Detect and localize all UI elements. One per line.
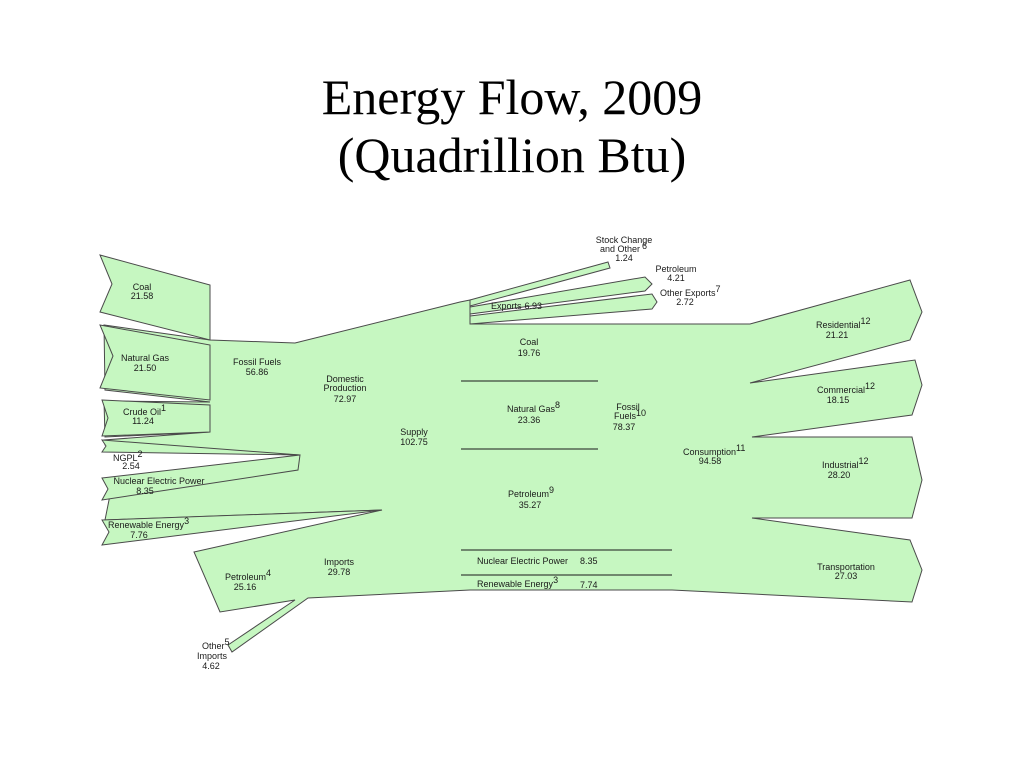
- transportation-value: 27.03: [835, 571, 858, 581]
- nuclear-consumption-label: Nuclear Electric Power: [477, 556, 568, 566]
- petroleum-export-value: 4.21: [667, 273, 685, 283]
- industrial-label: Industrial12: [822, 456, 869, 470]
- stock-change-export-band: [469, 261, 611, 307]
- fossil-fuels-production-label: Fossil Fuels: [233, 357, 282, 367]
- nuclear-input-label: Nuclear Electric Power: [113, 476, 204, 486]
- ngpl-input-value: 2.54: [122, 461, 140, 471]
- ngpl-input-band: [101, 439, 301, 456]
- other-exports-label: Other Exports7: [660, 284, 721, 298]
- stock-change-label-line1: Stock Change: [596, 235, 653, 245]
- domestic-production-value: 72.97: [334, 394, 357, 404]
- other-imports-label-line1: Other5: [202, 637, 230, 651]
- domestic-production-label-line2: Production: [323, 383, 366, 393]
- petroleum-imports-label: Petroleum4: [225, 568, 271, 582]
- nuclear-input-value: 8.35: [136, 486, 154, 496]
- nuclear-input-band: [101, 454, 301, 501]
- fossil-fuels-production-value: 56.86: [246, 367, 269, 377]
- petroleum-imports-value: 25.16: [234, 582, 257, 592]
- supply-label: Supply: [400, 427, 428, 437]
- transportation-label: Transportation: [817, 562, 875, 572]
- other-exports-value: 2.72: [676, 297, 694, 307]
- crude-oil-input-label: Crude Oil1: [123, 403, 166, 417]
- coal-input-label: Coal: [133, 282, 152, 292]
- natural-gas-consumption-label: Natural Gas8: [507, 400, 560, 414]
- supply-value: 102.75: [400, 437, 428, 447]
- ngpl-input-label: NGPL2: [113, 449, 143, 463]
- consumption-label: Consumption11: [683, 443, 745, 457]
- residential-label: Residential12: [816, 316, 871, 330]
- natural-gas-input-band: [99, 324, 211, 401]
- slide-title: Energy Flow, 2009 (Quadrillion Btu): [0, 68, 1024, 184]
- coal-input-band: [99, 254, 211, 341]
- other-imports-value: 4.62: [202, 661, 220, 671]
- natural-gas-input-label: Natural Gas: [121, 353, 170, 363]
- crude-oil-input-value: 11.24: [132, 416, 154, 426]
- natural-gas-consumption-value: 23.36: [518, 415, 541, 425]
- renewable-input-label: Renewable Energy3: [108, 516, 189, 530]
- stock-change-value: 1.24: [615, 253, 633, 263]
- petroleum-export-band: [469, 276, 653, 315]
- petroleum-consumption-value: 35.27: [519, 500, 542, 510]
- nuclear-consumption-value: 8.35: [580, 556, 598, 566]
- coal-input-value: 21.58: [131, 291, 154, 301]
- fossil-fuels-consumption-label-line1: Fossil: [616, 402, 640, 412]
- renewable-input-band: [101, 509, 383, 546]
- petroleum-export-label: Petroleum: [655, 264, 696, 274]
- coal-consumption-label: Coal: [520, 337, 539, 347]
- commercial-value: 18.15: [827, 395, 850, 405]
- domestic-production-label-line1: Domestic: [326, 374, 364, 384]
- imports-label: Imports: [324, 557, 355, 567]
- title-line-1: Energy Flow, 2009: [321, 69, 703, 125]
- other-export-band: [469, 293, 658, 325]
- petroleum-consumption-label: Petroleum9: [508, 485, 554, 499]
- commercial-label: Commercial12: [817, 381, 875, 395]
- industrial-value: 28.20: [828, 470, 851, 480]
- other-imports-label-line2: Imports: [197, 651, 228, 661]
- coal-consumption-value: 19.76: [518, 348, 541, 358]
- crude-oil-input-band: [101, 399, 211, 437]
- residential-value: 21.21: [826, 330, 849, 340]
- imports-value: 29.78: [328, 567, 351, 577]
- renewable-consumption-label: Renewable Energy3: [477, 575, 558, 589]
- renewable-consumption-value: 7.74: [580, 580, 598, 590]
- renewable-input-value: 7.76: [130, 530, 148, 540]
- title-line-2: (Quadrillion Btu): [337, 127, 687, 183]
- fossil-fuels-consumption-value: 78.37: [613, 422, 636, 432]
- fossil-fuels-consumption-label-line2: Fuels10: [614, 408, 646, 421]
- consumption-value: 94.58: [699, 456, 722, 466]
- natural-gas-input-value: 21.50: [134, 363, 157, 373]
